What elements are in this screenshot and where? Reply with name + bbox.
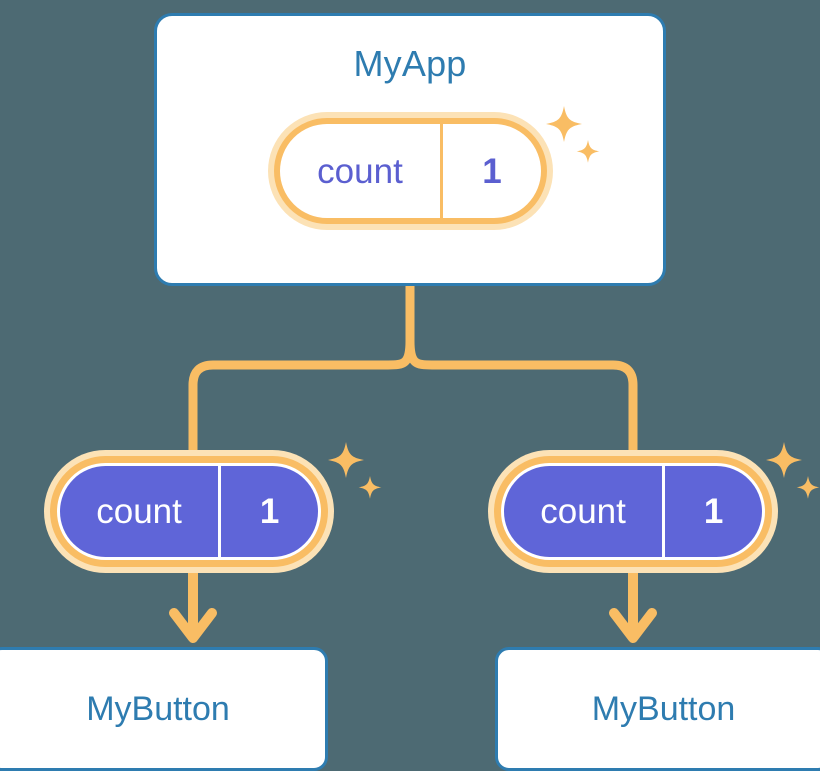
branch-connector [188, 281, 638, 457]
state-key-label: count [280, 124, 443, 218]
component-card-mybutton-left[interactable]: MyButton [0, 647, 328, 771]
down-arrow-icon-right [609, 567, 657, 643]
state-key-label: count [504, 466, 666, 557]
state-pill-child-left-body: count 1 [60, 466, 318, 557]
component-title-mybutton: MyButton [591, 690, 736, 728]
state-key-label: count [60, 466, 222, 557]
state-value-label: 1 [259, 492, 280, 531]
component-card-mybutton-right[interactable]: MyButton [495, 647, 820, 771]
state-pill-child-right-inner: count 1 [494, 456, 772, 567]
state-value-label: 1 [482, 151, 502, 191]
state-pill-child-right[interactable]: count 1 [488, 450, 778, 573]
state-pill-child-left-inner: count 1 [50, 456, 328, 567]
state-pill-root[interactable]: count 1 [268, 112, 553, 230]
state-pill-child-right-body: count 1 [504, 466, 762, 557]
state-pill-root-inner: count 1 [274, 118, 547, 224]
component-title-myapp: MyApp [353, 43, 467, 84]
state-value-label: 1 [703, 492, 724, 531]
state-pill-child-left[interactable]: count 1 [44, 450, 334, 573]
component-title-mybutton: MyButton [86, 690, 230, 728]
down-arrow-icon-left [169, 567, 217, 643]
